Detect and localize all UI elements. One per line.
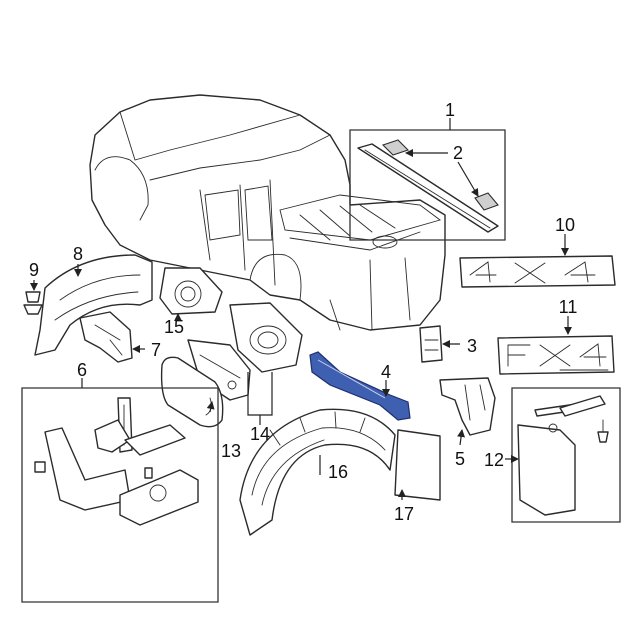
mud-flap-kit-box (511, 387, 621, 523)
callout-15: 15 (164, 317, 184, 337)
callout-6: 6 (77, 360, 87, 380)
highlighted-support-part-4 (309, 351, 411, 421)
callout-13: 13 (221, 441, 241, 461)
truck-body (89, 94, 446, 331)
bracket-part-7 (79, 311, 133, 363)
wheelhouse-liner-part-8 (34, 254, 153, 356)
callout-9: 9 (29, 260, 39, 280)
fuel-filler-assembly-part-14 (187, 302, 303, 401)
spare-tire-carrier-box (21, 387, 219, 603)
bed-rail-cap-front (381, 139, 410, 156)
callout-17: 17 (394, 504, 414, 524)
callout-7: 7 (151, 340, 161, 360)
callout-8: 8 (73, 244, 83, 264)
callout-4: 4 (381, 362, 391, 382)
bed-rail-cap-rear (474, 192, 499, 211)
callout-10: 10 (555, 215, 575, 235)
callout-11: 11 (559, 297, 578, 317)
bed-rail-box (349, 129, 506, 241)
emblem-4x4 (459, 255, 616, 288)
callout-labels: 1 2 3 4 5 6 7 8 9 10 11 12 13 14 15 16 1… (29, 100, 577, 524)
fuel-door-housing-part-15 (159, 267, 223, 315)
callout-2: 2 (453, 143, 463, 163)
wheelhouse-liner-part-16 (239, 408, 396, 536)
callout-12: 12 (484, 450, 504, 470)
callout-16: 16 (328, 462, 348, 482)
emblem-fx4 (497, 335, 615, 375)
callout-1: 1 (445, 100, 455, 120)
callout-5: 5 (455, 449, 465, 469)
callout-14: 14 (250, 424, 270, 444)
push-pin-part-9 (23, 291, 43, 315)
mud-flap-bracket-part-5 (439, 377, 496, 436)
callout-3: 3 (467, 336, 477, 356)
bracket-part-3 (419, 325, 443, 363)
leader-lines (30, 118, 572, 500)
panel-part-17 (394, 429, 441, 501)
